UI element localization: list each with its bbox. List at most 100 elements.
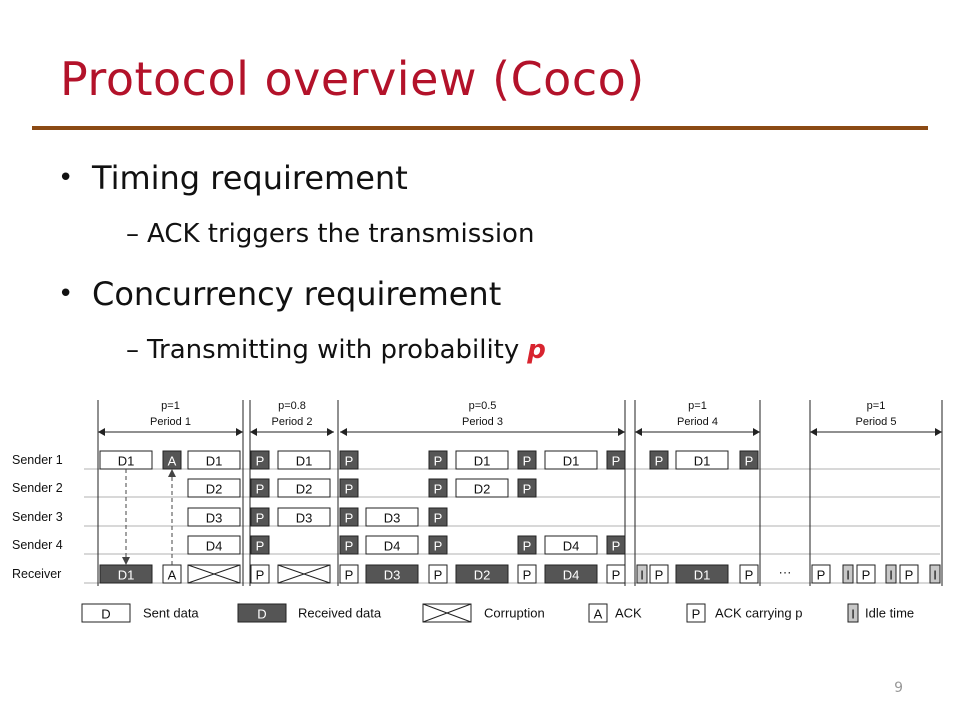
sent-data-box-label: A — [168, 568, 177, 583]
ack-box-dark — [517, 450, 537, 470]
sent-data-box — [455, 450, 509, 470]
sent-data-box-label: P — [523, 568, 532, 583]
page-number: 9 — [894, 680, 903, 696]
row-label: Sender 3 — [12, 510, 63, 524]
ack-box-dark-label: P — [256, 454, 265, 469]
sent-data-box — [856, 564, 876, 584]
ack-box-dark-label: P — [523, 539, 532, 554]
bullet-concurrency: • Concurrency requirement — [58, 266, 918, 322]
ack-box-dark — [517, 535, 537, 555]
sent-data-box-label: D1 — [563, 454, 580, 469]
ack-box-dark-label: P — [345, 482, 354, 497]
sent-data-box-label: D1 — [206, 454, 223, 469]
ack-box-dark-label: P — [345, 454, 354, 469]
idle-box — [885, 564, 897, 584]
period-probability: p=1 — [688, 400, 707, 412]
arrow-head — [250, 428, 257, 436]
ack-box-dark-label: P — [434, 511, 443, 526]
ack-box-dark — [606, 450, 626, 470]
ack-box-dark — [428, 450, 448, 470]
sub-text: ACK triggers the transmission — [147, 219, 535, 249]
legend-idle-label: Idle time — [865, 606, 914, 621]
probability-p: p — [527, 335, 546, 365]
sent-data-box-label: D4 — [206, 539, 223, 554]
sent-data-box — [187, 507, 241, 527]
idle-box — [929, 564, 941, 584]
received-data-box — [544, 564, 598, 584]
ack-box-dark — [649, 450, 669, 470]
sent-data-box-label: D1 — [474, 454, 491, 469]
ack-box-dark-label: P — [523, 482, 532, 497]
ack-box-dark — [339, 507, 359, 527]
arrow-head — [98, 428, 105, 436]
arrow-head — [236, 428, 243, 436]
ack-box-dark — [739, 450, 759, 470]
period-probability: p=0.8 — [278, 400, 306, 412]
sent-data-box — [277, 450, 331, 470]
ack-box-dark — [250, 507, 270, 527]
received-data-box-label: D3 — [384, 568, 401, 583]
ack-box-dark — [339, 535, 359, 555]
sent-data-box — [187, 535, 241, 555]
ack-box-dark-label: P — [345, 511, 354, 526]
legend-sent-box — [81, 603, 131, 623]
ack-box-dark — [428, 478, 448, 498]
period-label: Period 3 — [462, 416, 503, 428]
sent-data-box-label: P — [905, 568, 914, 583]
sent-data-box — [544, 450, 598, 470]
idle-box — [842, 564, 854, 584]
idle-box-label: I — [889, 568, 893, 583]
arrow-head — [340, 428, 347, 436]
sent-data-box-label: D1 — [694, 454, 711, 469]
slide-title: Protocol overview (Coco) — [60, 52, 645, 106]
sent-data-box — [517, 564, 537, 584]
sent-data-box — [811, 564, 831, 584]
ack-box-dark-label: P — [256, 511, 265, 526]
legend-received-box-label: D — [257, 607, 266, 622]
arrow-head — [753, 428, 760, 436]
idle-box-label: I — [933, 568, 937, 583]
period-label: Period 1 — [150, 416, 191, 428]
received-data-box-label: D1 — [118, 568, 135, 583]
sent-data-box-label: P — [655, 568, 664, 583]
sub-bullet-ack: –ACK triggers the transmission — [58, 206, 918, 262]
sent-data-box-label: P — [345, 568, 354, 583]
arrow-head — [168, 469, 176, 477]
sent-data-box-label: D1 — [118, 454, 135, 469]
sent-data-box — [455, 478, 509, 498]
ack-box-dark — [250, 535, 270, 555]
legend-ack-box — [588, 603, 608, 623]
row-label: Sender 2 — [12, 481, 63, 495]
period-probability: p=1 — [161, 400, 180, 412]
ack-box-dark — [428, 507, 448, 527]
sent-data-box-label: D3 — [296, 511, 313, 526]
sent-data-box — [187, 450, 241, 470]
legend-received-label: Received data — [298, 606, 382, 621]
ack-box-dark — [517, 478, 537, 498]
sent-data-box-label: P — [862, 568, 871, 583]
row-label: Receiver — [12, 567, 61, 581]
received-data-box-label: D1 — [694, 568, 711, 583]
legend-ackp-label: ACK carrying p — [715, 606, 802, 621]
sent-data-box — [365, 507, 419, 527]
sub-text: Transmitting with probability — [147, 335, 520, 365]
sent-data-box — [277, 478, 331, 498]
legend-received-box — [237, 603, 287, 623]
arrow-head — [618, 428, 625, 436]
sent-data-box-label: D4 — [384, 539, 401, 554]
idle-box-label: I — [846, 568, 850, 583]
corruption-cross — [422, 603, 472, 623]
ack-box-dark-label: P — [523, 454, 532, 469]
bullet-dot: • — [58, 279, 74, 309]
sent-data-box — [277, 507, 331, 527]
legend-idle-box-label: I — [851, 607, 855, 622]
bullet-timing: • Timing requirement — [58, 150, 918, 206]
corruption-cross — [187, 564, 241, 584]
ack-box-dark-label: P — [434, 482, 443, 497]
arrow-head — [327, 428, 334, 436]
legend-corruption-label: Corruption — [484, 606, 545, 621]
sent-data-box — [250, 564, 270, 584]
ack-box-dark-label: P — [256, 539, 265, 554]
